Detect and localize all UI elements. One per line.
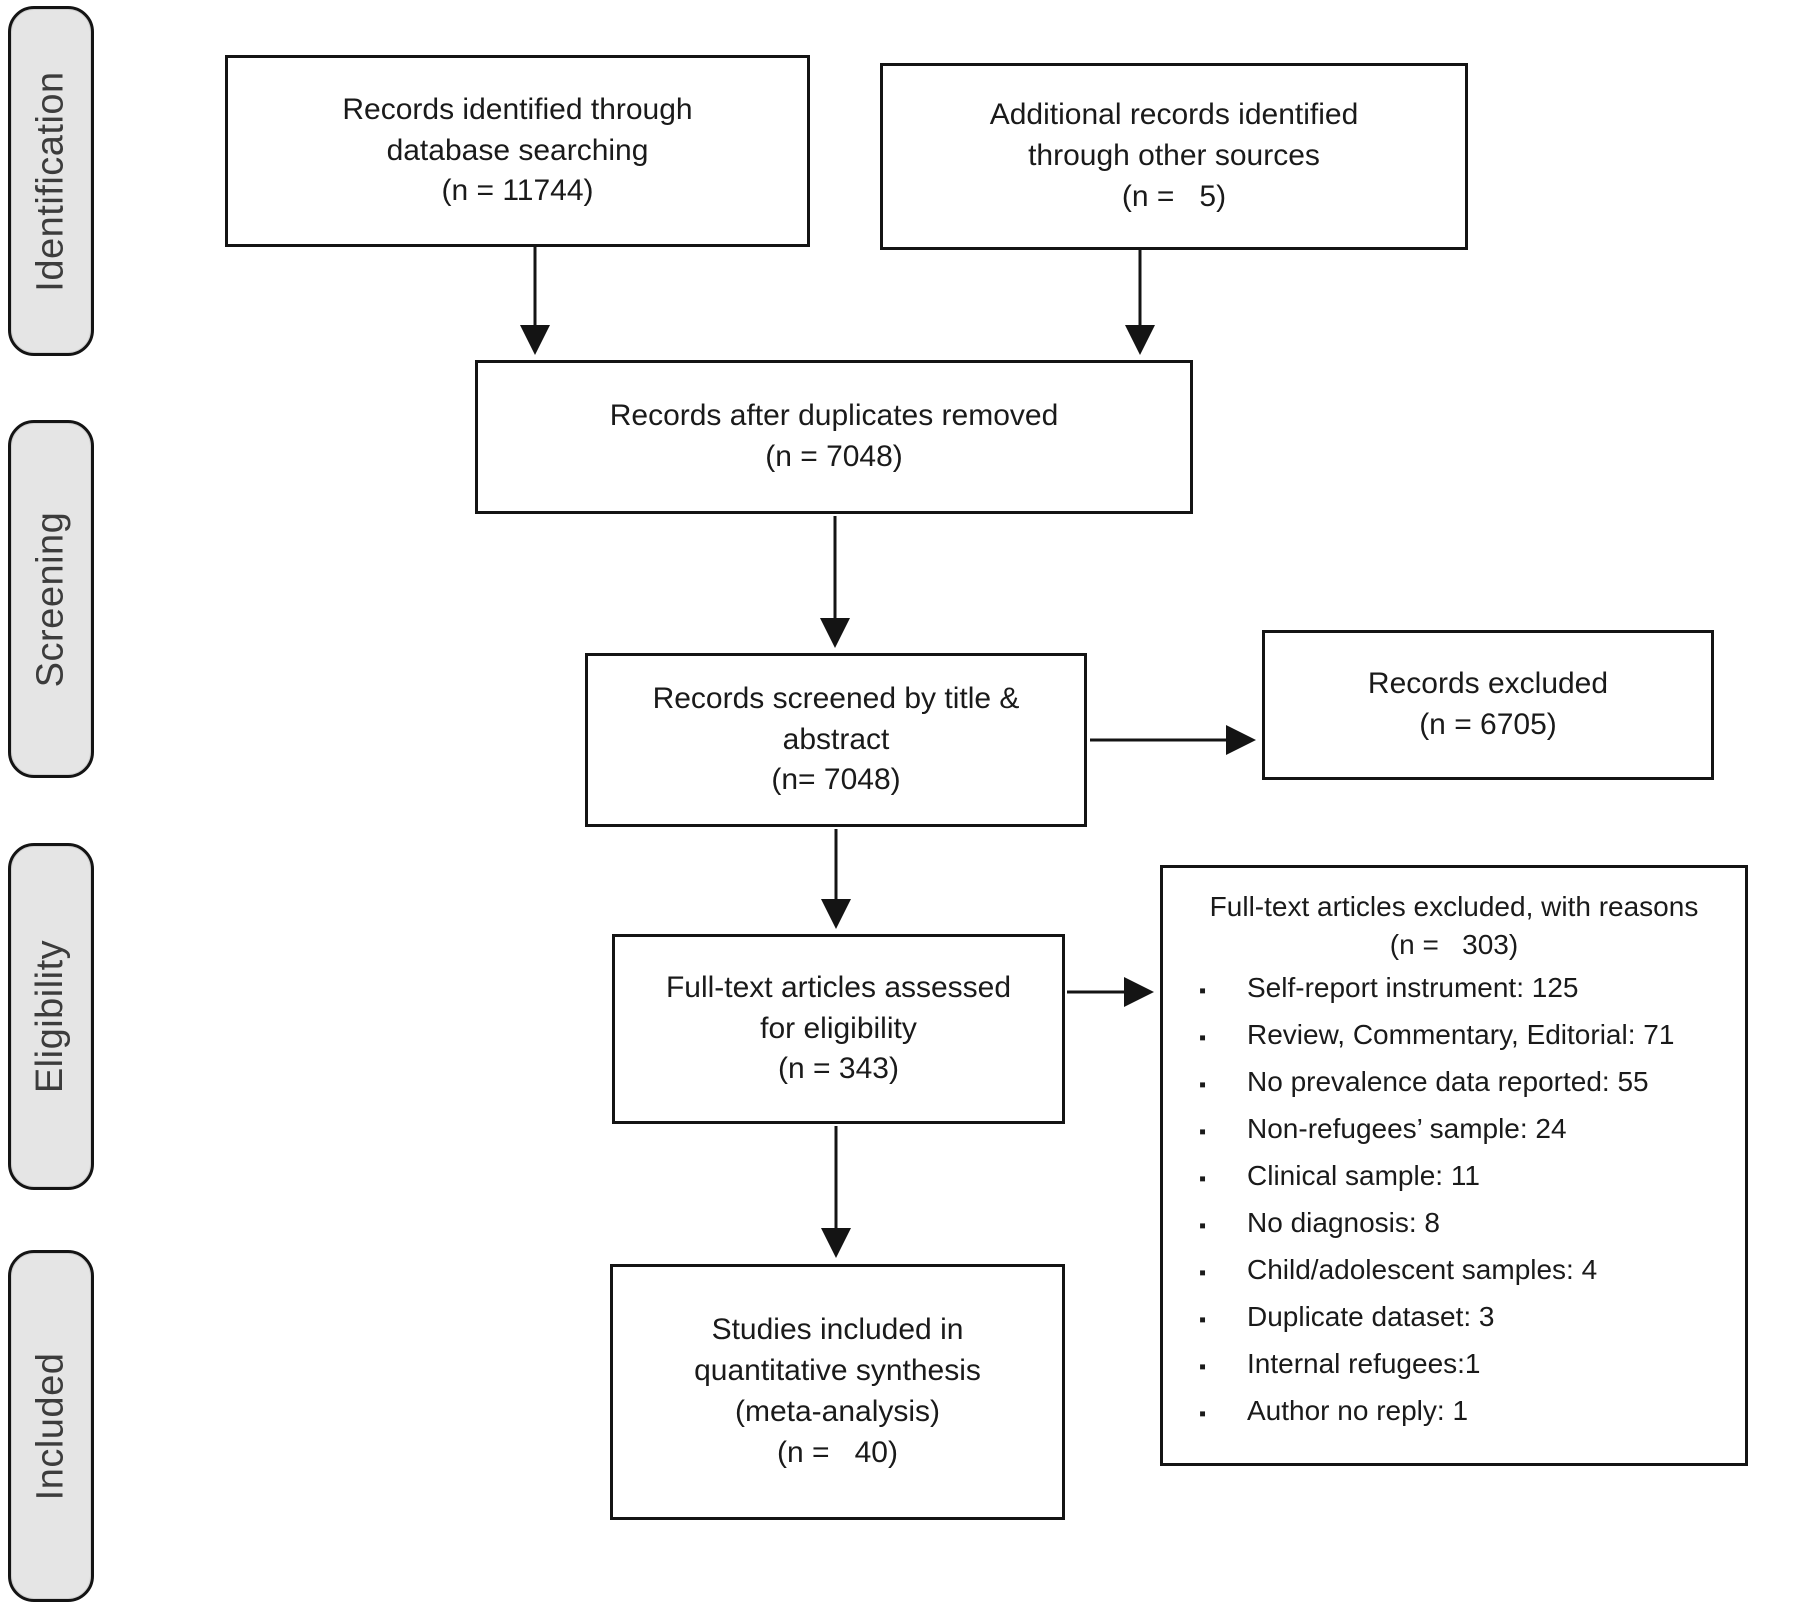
exclusion-reason-item: ▪ Internal refugees:1 <box>1175 1348 1733 1395</box>
exclusion-reason-text: Internal refugees:1 <box>1247 1347 1481 1379</box>
square-bullet-icon: ▪ <box>1199 1214 1207 1237</box>
flow-box-text: Full-text articles assessed for eligibil… <box>665 970 1012 1086</box>
stage-label-included: Included <box>8 1250 94 1602</box>
flow-box-fulltext-assessed: Full-text articles assessed for eligibil… <box>612 934 1065 1124</box>
square-bullet-icon: ▪ <box>1199 979 1207 1002</box>
exclusion-reason-text: Child/adolescent samples: 4 <box>1247 1253 1598 1285</box>
flow-box-additional-records: Additional records identified through ot… <box>880 63 1468 250</box>
exclusion-reason-item: ▪ Author no reply: 1 <box>1175 1395 1733 1442</box>
exclusion-reason-item: ▪ Self-report instrument: 125 <box>1175 972 1733 1019</box>
square-bullet-icon: ▪ <box>1199 1073 1207 1096</box>
exclusion-reason-item: ▪ No diagnosis: 8 <box>1175 1207 1733 1254</box>
flow-box-records-excluded: Records excluded (n = 6705) <box>1262 630 1714 780</box>
fulltext-excluded-count: (n = 303) <box>1389 928 1519 960</box>
exclusion-reason-item: ▪ No prevalence data reported: 55 <box>1175 1066 1733 1113</box>
exclusion-reason-text: Non-refugees’ sample: 24 <box>1247 1112 1567 1144</box>
flow-box-after-duplicates: Records after duplicates removed (n = 70… <box>475 360 1193 514</box>
square-bullet-icon: ▪ <box>1199 1402 1207 1425</box>
fulltext-excluded-title: Full-text articles excluded, with reason… <box>1209 891 1699 922</box>
square-bullet-icon: ▪ <box>1199 1261 1207 1284</box>
exclusion-reason-item: ▪ Duplicate dataset: 3 <box>1175 1301 1733 1348</box>
flow-box-text: Studies included in quantitative synthes… <box>694 1313 981 1469</box>
stage-label-screening: Screening <box>8 420 94 778</box>
flow-box-text: Records excluded (n = 6705) <box>1367 667 1609 741</box>
stage-label-text: Identification <box>29 70 72 292</box>
exclusion-reason-item: ▪ Clinical sample: 11 <box>1175 1160 1733 1207</box>
stage-label-text: Screening <box>29 511 72 687</box>
exclusion-reason-item: ▪ Child/adolescent samples: 4 <box>1175 1254 1733 1301</box>
exclusion-reason-text: No diagnosis: 8 <box>1247 1206 1441 1238</box>
flow-box-text: Additional records identified through ot… <box>989 98 1359 213</box>
exclusion-reason-text: Review, Commentary, Editorial: 71 <box>1247 1018 1675 1050</box>
flow-box-text: Records screened by title & abstract (n=… <box>652 681 1020 797</box>
flow-box-records-screened: Records screened by title & abstract (n=… <box>585 653 1087 827</box>
stage-label-identification: Identification <box>8 6 94 356</box>
square-bullet-icon: ▪ <box>1199 1120 1207 1143</box>
square-bullet-icon: ▪ <box>1199 1026 1207 1049</box>
flow-box-fulltext-excluded: Full-text articles excluded, with reason… <box>1160 865 1748 1466</box>
exclusion-reason-text: Author no reply: 1 <box>1247 1394 1469 1426</box>
stage-label-eligibility: Eligibility <box>8 843 94 1190</box>
square-bullet-icon: ▪ <box>1199 1308 1207 1331</box>
exclusion-reason-item: ▪ Non-refugees’ sample: 24 <box>1175 1113 1733 1160</box>
stage-label-text: Included <box>29 1352 72 1500</box>
flow-box-included-studies: Studies included in quantitative synthes… <box>610 1264 1065 1520</box>
square-bullet-icon: ▪ <box>1199 1167 1207 1190</box>
flow-box-text: Records identified through database sear… <box>342 92 693 208</box>
exclusion-reason-text: No prevalence data reported: 55 <box>1247 1065 1649 1097</box>
square-bullet-icon: ▪ <box>1199 1355 1207 1378</box>
exclusion-reason-item: ▪ Review, Commentary, Editorial: 71 <box>1175 1019 1733 1066</box>
exclusion-reason-text: Self-report instrument: 125 <box>1247 971 1579 1003</box>
flow-box-text: Records after duplicates removed (n = 70… <box>609 399 1059 473</box>
exclusion-reason-text: Clinical sample: 11 <box>1247 1159 1480 1191</box>
flow-box-records-identified: Records identified through database sear… <box>225 55 810 247</box>
exclusion-reason-text: Duplicate dataset: 3 <box>1247 1300 1495 1332</box>
stage-label-text: Eligibility <box>29 939 72 1094</box>
